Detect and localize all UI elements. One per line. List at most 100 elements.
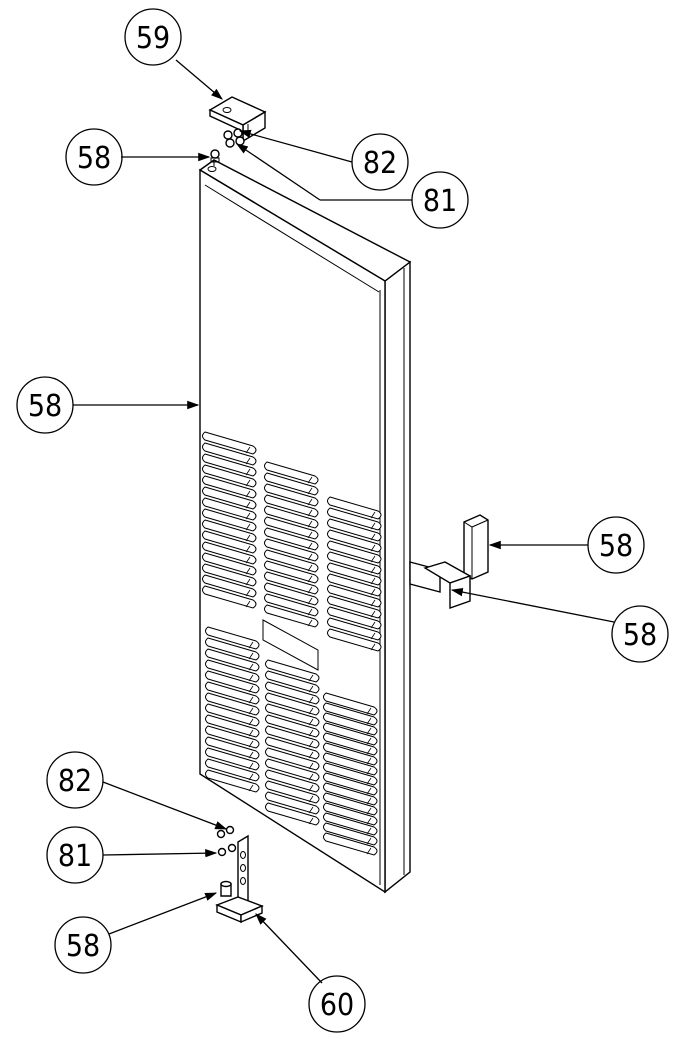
louver-edge (307, 575, 313, 583)
callout-59-top: 59 (124, 8, 182, 66)
louver-edge (245, 589, 251, 597)
louver-slot (264, 549, 319, 573)
louver-edge (370, 577, 376, 585)
louver-edge (308, 806, 314, 814)
louver-edge (248, 784, 254, 792)
louver-slot (265, 670, 320, 694)
louver-slot (265, 703, 320, 727)
louver-edge (370, 632, 376, 640)
louver-slot (323, 742, 378, 766)
louver-slot (264, 494, 319, 518)
louver-slot (323, 722, 378, 746)
louver-edge (308, 696, 314, 704)
louver-edge (245, 501, 251, 509)
louver-edge (308, 762, 314, 770)
louver-edge (308, 784, 314, 792)
louver-edge (308, 795, 314, 803)
louver-slot (202, 486, 257, 510)
callout-60-bottom: 60 (308, 975, 366, 1033)
louver-slot (264, 582, 319, 606)
louver-slot (327, 606, 382, 630)
louver-slot (205, 637, 260, 661)
louver-edge (308, 674, 314, 682)
louver-edge (307, 520, 313, 528)
louver-slot (265, 714, 320, 738)
louver-edge (248, 729, 254, 737)
louver-edge (307, 542, 313, 550)
louver-slot (202, 530, 257, 554)
louver-edge (366, 797, 372, 805)
louver-edge (308, 751, 314, 759)
louver-slot (202, 585, 257, 609)
louver-slot (202, 442, 257, 466)
louver-slot (264, 461, 319, 485)
louver-edge (366, 757, 372, 765)
louver-edge (248, 707, 254, 715)
side-clip-parts (409, 514, 489, 609)
louver-edge (308, 707, 314, 715)
louver-edge (245, 457, 251, 465)
louver-edge (308, 729, 314, 737)
callout-label: 82 (363, 146, 397, 181)
louver-slot (323, 812, 378, 836)
louver-edge (370, 533, 376, 541)
louver-edge (245, 523, 251, 531)
louver-slot (202, 574, 257, 598)
louver-slot (205, 758, 260, 782)
louver-slot (327, 540, 382, 564)
louver-slot (205, 670, 260, 694)
callout-label: 58 (623, 618, 657, 653)
callout-label: 59 (136, 21, 170, 56)
louver-slot (205, 747, 260, 771)
louver-slot (202, 552, 257, 576)
louver-slot (323, 782, 378, 806)
louver-slot (205, 725, 260, 749)
louver-edge (248, 751, 254, 759)
callout-58-clip: 58 (587, 516, 645, 574)
louver-edge (245, 468, 251, 476)
louver-slot (327, 529, 382, 553)
louver-edge (245, 556, 251, 564)
louver-edge (308, 773, 314, 781)
louver-slot (205, 736, 260, 760)
louver-edge (307, 531, 313, 539)
louver-edge (245, 490, 251, 498)
louver-slot (202, 563, 257, 587)
louver-slot (264, 483, 319, 507)
louver-slot (323, 772, 378, 796)
louver-edge (307, 564, 313, 572)
callout-label: 82 (58, 764, 92, 799)
louver-slot (264, 472, 319, 496)
louver-slot (323, 732, 378, 756)
louver-edge (370, 588, 376, 596)
louver-edge (370, 566, 376, 574)
callout-58-top: 58 (65, 128, 123, 186)
louver-slot (265, 780, 320, 804)
louver-edge (308, 740, 314, 748)
louver-slot (327, 562, 382, 586)
callout-82-top: 82 (351, 133, 409, 191)
louver-slot (323, 792, 378, 816)
louver-edge (366, 787, 372, 795)
louver-slot (323, 832, 378, 856)
louver-slot (265, 769, 320, 793)
callout-label: 81 (423, 184, 457, 219)
louver-slot (265, 659, 320, 683)
louver-edge (370, 555, 376, 563)
louver-edge (307, 509, 313, 517)
louver-edge (366, 737, 372, 745)
louver-edge (366, 837, 372, 845)
top-screws (210, 128, 245, 163)
louver-slot (265, 758, 320, 782)
vent-louvers (202, 431, 382, 856)
louver-slot (264, 538, 319, 562)
louver-edge (307, 498, 313, 506)
louver-slot (327, 595, 382, 619)
louver-slot (323, 822, 378, 846)
louver-edge (370, 610, 376, 618)
louver-slot (264, 516, 319, 540)
louver-slot (202, 464, 257, 488)
louver-edge (366, 717, 372, 725)
louver-slot (323, 692, 378, 716)
